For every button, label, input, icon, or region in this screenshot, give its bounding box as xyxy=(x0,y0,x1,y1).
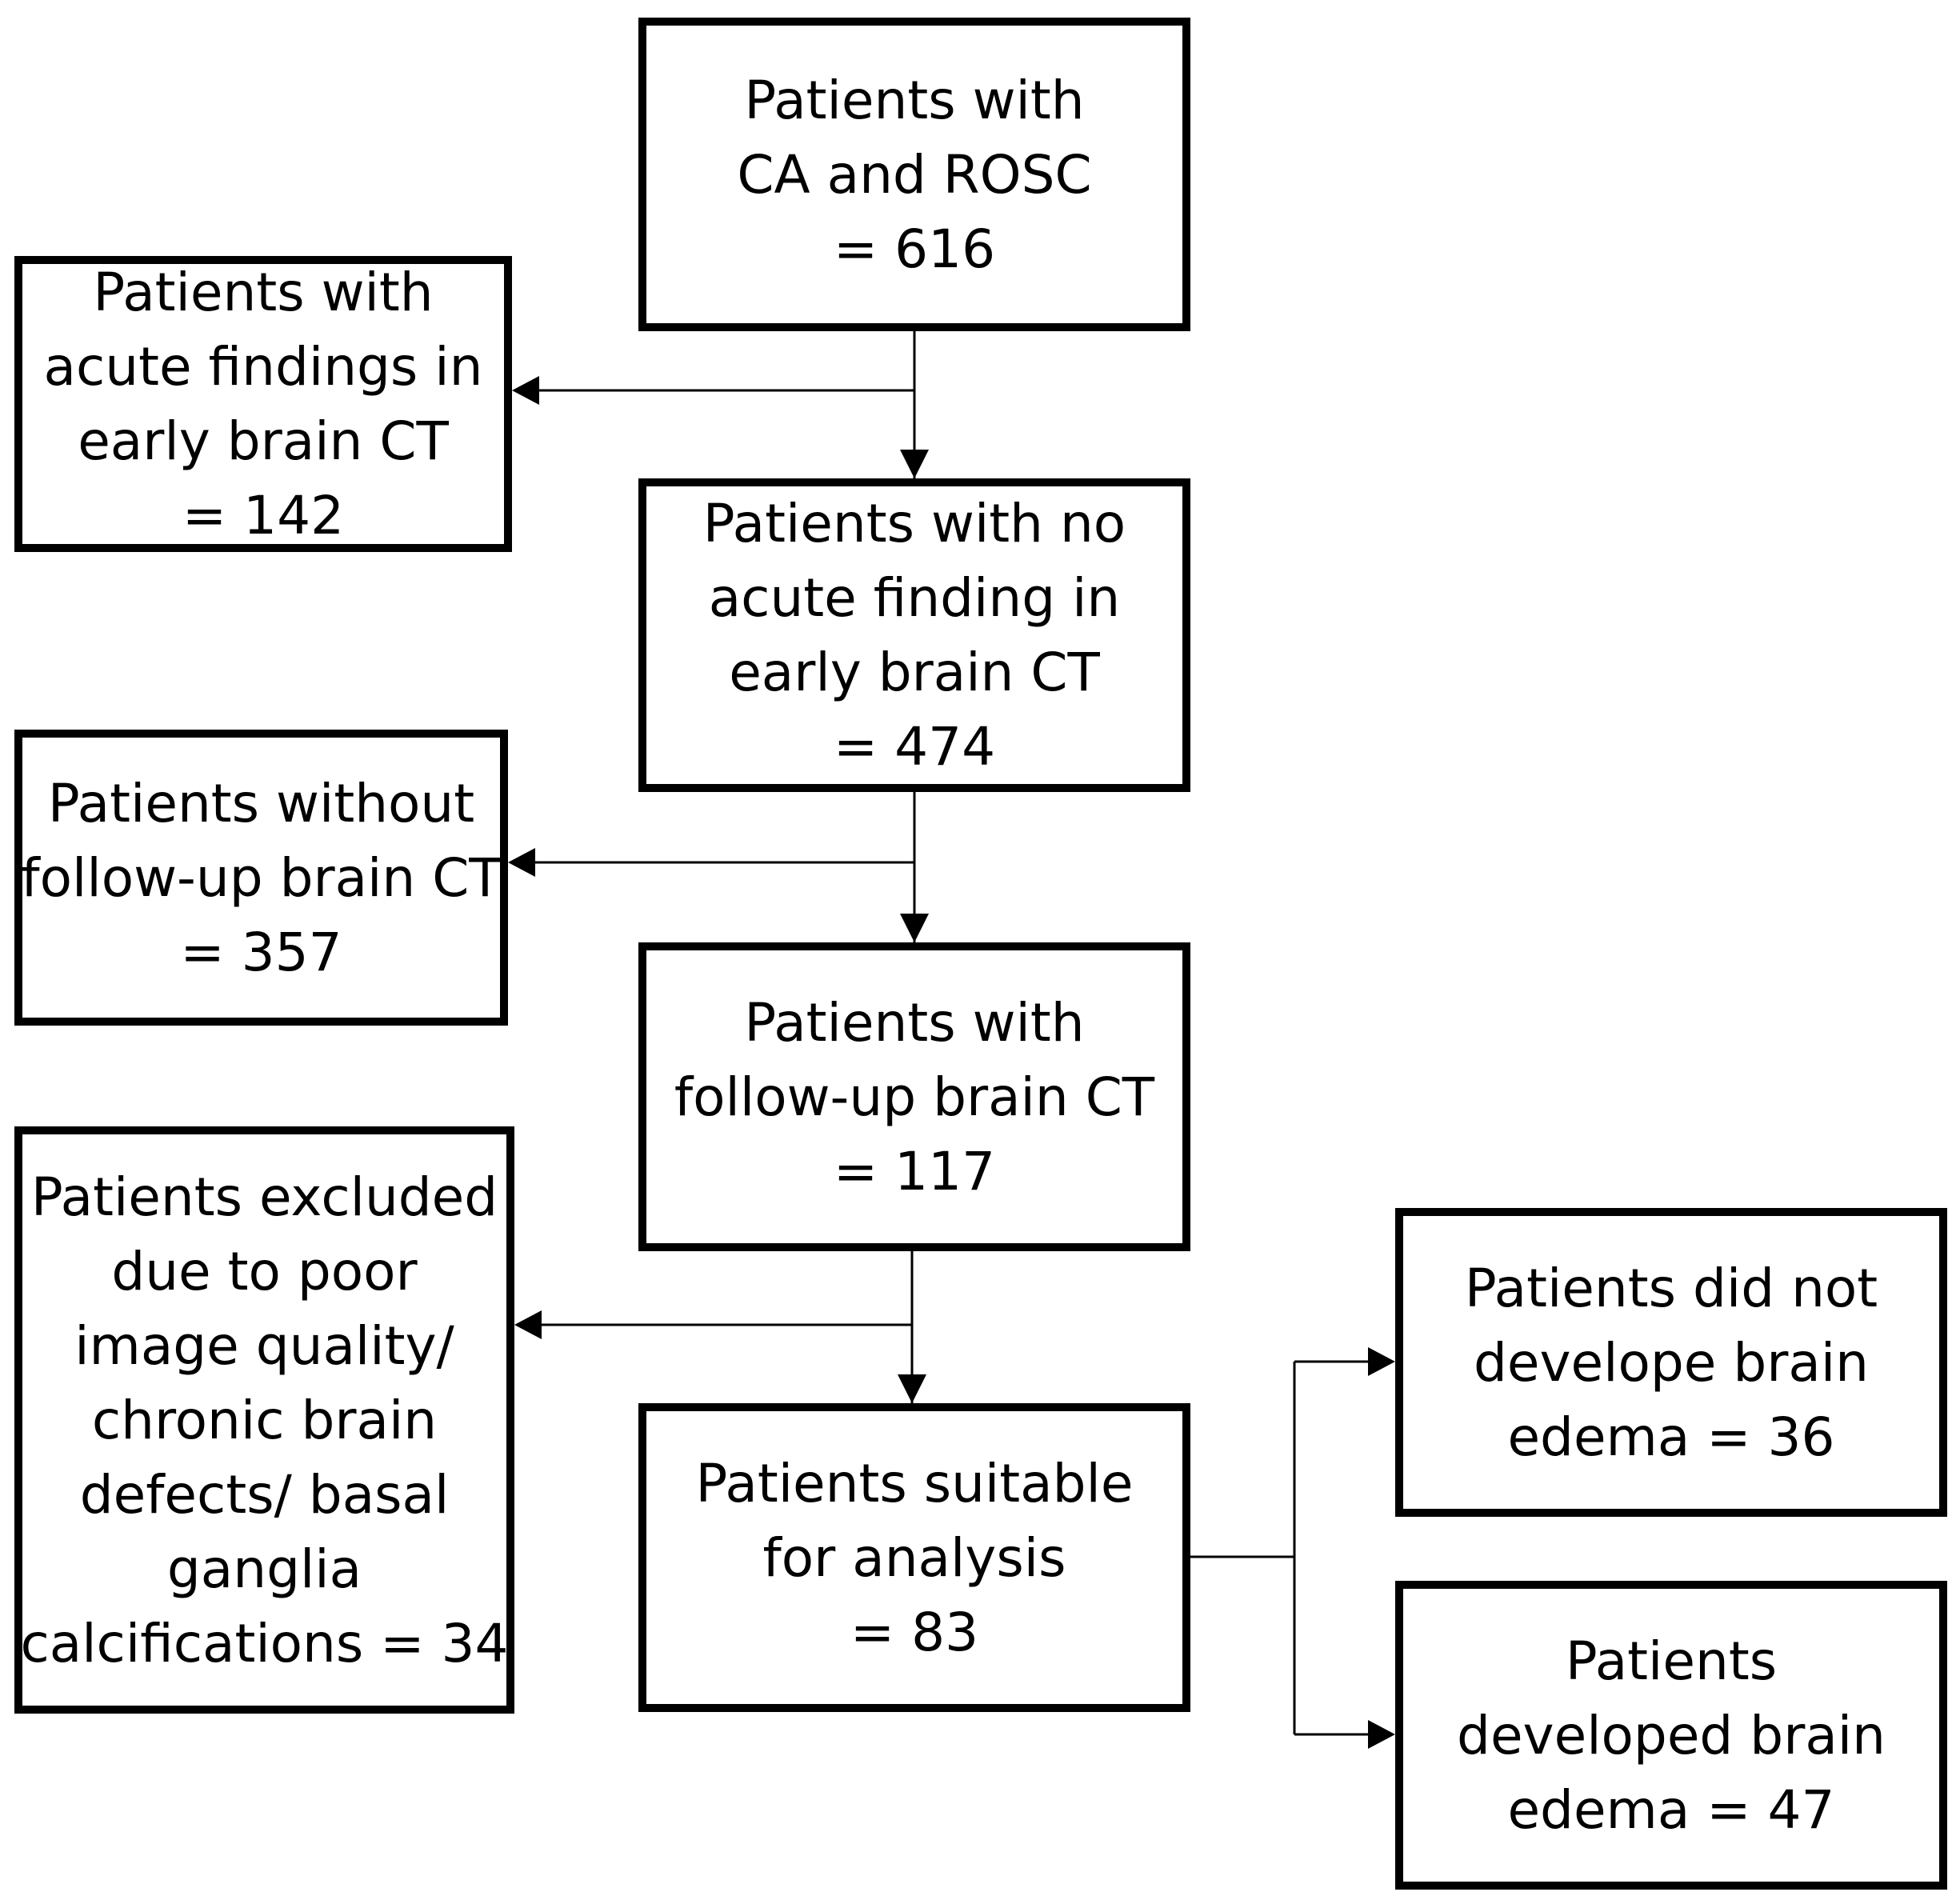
node-text-line: = 117 xyxy=(833,1140,996,1202)
node-acute-findings: Patients with acute findings in early brai… xyxy=(14,256,512,552)
node-text-line: Patients xyxy=(1565,1630,1778,1692)
node-text-line: chronic brain xyxy=(91,1389,438,1451)
arrowhead-to-no-edema xyxy=(1368,1347,1395,1376)
node-text-line: Patients with xyxy=(744,69,1085,131)
node-text-line: follow-up brain CT xyxy=(21,846,502,909)
node-text-line: defects/ basal xyxy=(79,1463,450,1526)
node-text-line: follow-up brain CT xyxy=(674,1066,1155,1128)
node-brain-edema: Patients developed brain edema = 47 xyxy=(1395,1581,1947,1890)
node-text-line: developed brain xyxy=(1457,1704,1886,1766)
node-no-acute-finding: Patients with no acute finding in early br… xyxy=(638,478,1190,792)
node-text-line: edema = 47 xyxy=(1507,1778,1835,1841)
node-text-line: = 357 xyxy=(180,921,342,983)
node-text-line: = 616 xyxy=(833,218,996,280)
node-text-line: CA and ROSC xyxy=(737,143,1092,206)
node-suitable-for-analysis: Patients suitable for analysis = 83 xyxy=(638,1403,1190,1712)
node-text-line: Patients with xyxy=(93,262,434,323)
node-no-brain-edema: Patients did not develope brain edema = 36 xyxy=(1395,1208,1947,1517)
arrowhead-to-without-followup xyxy=(508,848,535,877)
node-text-line: early brain CT xyxy=(729,642,1100,703)
node-text-line: image quality/ xyxy=(74,1314,454,1377)
node-text-line: = 83 xyxy=(850,1601,979,1663)
node-excluded: Patients excluded due to poor image qualit… xyxy=(14,1126,514,1714)
node-text-line: Patients suitable xyxy=(695,1452,1134,1514)
node-text-line: ganglia xyxy=(166,1538,362,1600)
node-text-line: = 142 xyxy=(182,485,345,546)
node-text-line: Patients did not xyxy=(1464,1257,1878,1319)
arrowhead-to-excluded xyxy=(514,1310,542,1339)
arrowhead-to-with-followup xyxy=(900,914,929,942)
arrowhead-to-no-acute xyxy=(900,450,929,478)
node-text-line: acute findings in xyxy=(43,336,483,398)
node-text-line: Patients with no xyxy=(702,493,1126,554)
node-text-line: Patients excluded xyxy=(30,1166,498,1228)
node-without-followup: Patients without follow-up brain CT = 357 xyxy=(14,730,508,1026)
node-text-line: develope brain xyxy=(1473,1331,1869,1394)
arrowhead-to-acute-findings xyxy=(512,376,539,405)
node-text-line: acute finding in xyxy=(708,567,1121,629)
node-with-followup: Patients with follow-up brain CT = 117 xyxy=(638,942,1190,1251)
arrowhead-to-suitable xyxy=(898,1374,926,1403)
node-text-line: for analysis xyxy=(762,1526,1066,1589)
node-patients-ca-rosc: Patients with CA and ROSC = 616 xyxy=(638,18,1190,331)
node-text-line: = 474 xyxy=(833,716,996,778)
node-text-line: Patients with xyxy=(744,991,1085,1054)
node-text-line: due to poor xyxy=(111,1240,418,1302)
arrowhead-to-edema xyxy=(1368,1720,1395,1749)
node-text-line: edema = 36 xyxy=(1507,1406,1835,1468)
node-text-line: calcifications = 34 xyxy=(20,1612,509,1674)
node-text-line: early brain CT xyxy=(78,410,449,472)
node-text-line: Patients without xyxy=(47,772,475,834)
